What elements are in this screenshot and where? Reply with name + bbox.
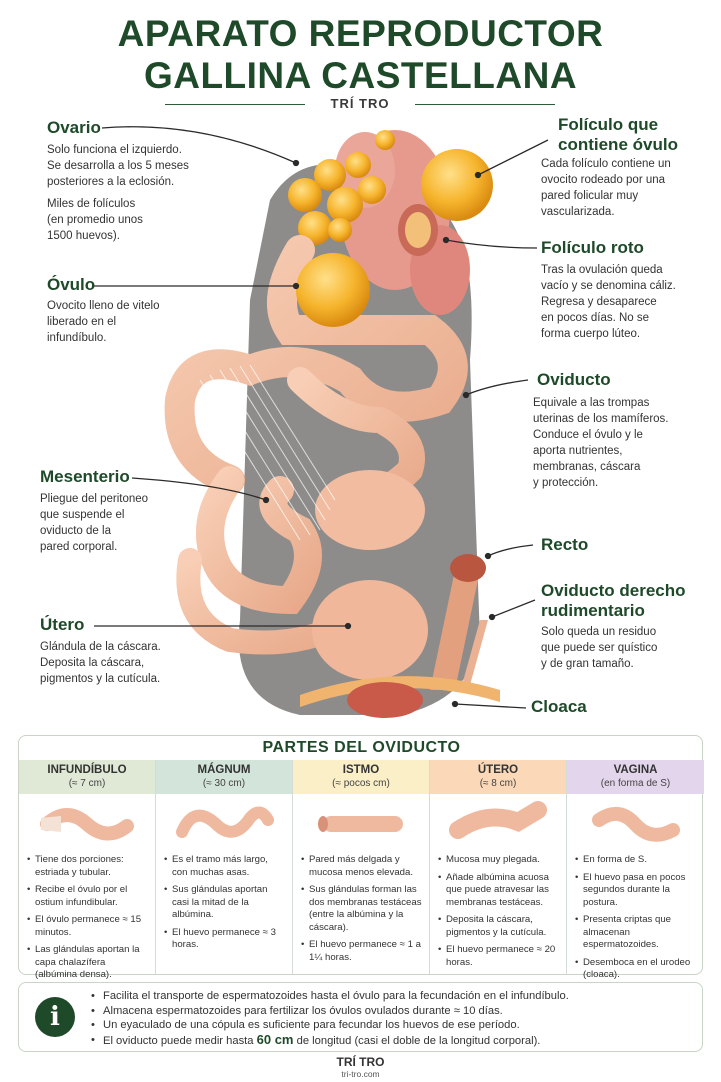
rectum-tube	[430, 570, 480, 690]
oviduct-part-size: (en forma de S)	[600, 778, 671, 789]
panel-title: PARTES DEL OVIDUCTO	[262, 739, 461, 756]
cloaca-opening	[347, 682, 423, 718]
list-item: El huevo pasa en pocos segundos durante …	[575, 872, 698, 910]
ovum-sphere	[296, 253, 370, 327]
ovary-yolks	[288, 130, 395, 245]
label-recto: Recto	[541, 535, 589, 554]
label-cloaca: Cloaca	[531, 697, 587, 716]
list-item: Sus glándulas forman las dos membranas t…	[301, 884, 423, 934]
info-item: Facilita el transporte de espermatozoide…	[91, 989, 569, 1004]
brand-subtitle: TRÍ TRO	[165, 96, 555, 112]
list-item: Deposita la cáscara, pigmentos y la cutí…	[438, 914, 560, 939]
list-item: Mucosa muy plegada.	[438, 854, 560, 867]
oviduct-part-name: ISTMO	[342, 764, 380, 776]
list-item: Sus glándulas aportan casi la mitad de l…	[164, 884, 286, 922]
oviduct-part-notes: Pared más delgada y mucosa menos elevada…	[293, 854, 429, 964]
oviduct-part-illustration	[156, 794, 292, 854]
right-oviduct-rudiment	[462, 620, 488, 685]
oviduct-part-header: INFUNDÍBULO (≈ 7 cm)	[19, 760, 155, 794]
oviduct-part-header: ÚTERO (≈ 8 cm)	[430, 760, 566, 794]
mesentery-fibers	[199, 364, 336, 541]
oviduct-part-column: VAGINA (en forma de S) En forma de S. El hu…	[567, 760, 704, 980]
list-item: Tiene dos porciones: estriada y tubular.	[27, 854, 149, 879]
oviduct-part-column: ISTMO (≈ pocos cm) Pared más delgada y muc…	[293, 760, 430, 974]
desc-utero: Glándula de la cáscara.Deposita la cásca…	[40, 641, 161, 685]
info-item: Un eyaculado de una cópula es suficiente…	[91, 1018, 569, 1033]
follicle-with-ovum	[421, 149, 493, 221]
oviduct-part-illustration	[293, 794, 429, 854]
oviduct-part-size: (≈ 7 cm)	[68, 778, 106, 789]
info-item: El oviducto puede medir hasta 60 cm de l…	[91, 1032, 569, 1049]
list-item: Recibe el óvulo por el ostium infundibul…	[27, 884, 149, 909]
desc-ovario: Solo funciona el izquierdo.Se desarrolla…	[47, 144, 189, 242]
footer-brand: TRÍ TRO	[336, 1055, 385, 1069]
pointer-lines	[94, 126, 549, 709]
oviduct-part-illustration	[19, 794, 155, 854]
list-item: El huevo permanece ≈ 1 a 1¼ horas.	[301, 939, 423, 964]
oviduct-part-name: INFUNDÍBULO	[47, 764, 127, 776]
oviduct-part-column: ÚTERO (≈ 8 cm) Mucosa muy plegada. Añade al…	[430, 760, 567, 974]
list-item: Desemboca en el urodeo (cloaca).	[575, 957, 698, 982]
oviduct-part-name: VAGINA	[613, 764, 658, 776]
oviduct-part-column: MÁGNUM (≈ 30 cm) Es el tramo más largo, co…	[156, 760, 293, 974]
oviduct-part-header: ISTMO (≈ pocos cm)	[293, 760, 429, 794]
list-item: El óvulo permanece ≈ 15 minutos.	[27, 914, 149, 939]
oviduct-part-notes: En forma de S. El huevo pasa en pocos seg…	[567, 854, 704, 982]
oviduct-part-column: INFUNDÍBULO (≈ 7 cm) Tiene dos porciones: …	[19, 760, 156, 980]
isthmus-bulge	[315, 470, 425, 550]
info-box: i Facilita el transporte de espermatozoi…	[18, 982, 703, 1052]
oviduct-part-notes: Es el tramo más largo, con muchas asas. S…	[156, 854, 292, 952]
oviduct-part-size: (≈ 30 cm)	[202, 778, 246, 789]
oviduct-part-header: MÁGNUM (≈ 30 cm)	[156, 760, 292, 794]
list-item: Presenta criptas que almacenan espermato…	[575, 914, 698, 952]
list-item: Es el tramo más largo, con muchas asas.	[164, 854, 286, 879]
oviduct-part-name: ÚTERO	[477, 764, 519, 776]
reproductive-tract-illustration	[94, 126, 549, 718]
oviduct-part-notes: Tiene dos porciones: estriada y tubular.…	[19, 854, 155, 982]
label-utero: Útero	[40, 615, 85, 634]
title-line-2: GALLINA CASTELLANA	[143, 55, 578, 96]
list-item: Pared más delgada y mucosa menos elevada…	[301, 854, 423, 879]
cloaca-band	[300, 676, 500, 707]
list-item: Añade albúmina acuosa que puede atravesa…	[438, 872, 560, 910]
title-line-1: APARATO REPRODUCTOR	[117, 13, 604, 54]
label-mesenterio: Mesenterio	[40, 467, 130, 486]
info-icon: i	[35, 997, 75, 1037]
label-foliculo-roto: Folículo roto	[541, 238, 644, 257]
oviduct-part-name: MÁGNUM	[197, 764, 251, 776]
oviduct-part-header: VAGINA (en forma de S)	[567, 760, 704, 794]
uterus-shape	[312, 580, 428, 680]
oviduct-part-size: (≈ pocos cm)	[332, 778, 390, 789]
info-item: Almacena espermatozoides para fertilizar…	[91, 1004, 569, 1019]
list-item: El huevo permanece ≈ 20 horas.	[438, 944, 560, 969]
list-item: Las glándulas aportan la capa chalazífer…	[27, 944, 149, 982]
oviduct-part-illustration	[567, 794, 704, 854]
oviduct-part-notes: Mucosa muy plegada. Añade albúmina acuosa…	[430, 854, 566, 969]
label-oviducto: Oviducto	[537, 370, 611, 389]
footer-url: tri-tro.com	[341, 1069, 380, 1079]
info-list: Facilita el transporte de espermatozoide…	[91, 989, 569, 1048]
oviduct-parts-panel: PARTES DEL OVIDUCTO INFUNDÍBULO (≈ 7 cm) T…	[18, 735, 704, 980]
oviduct-part-illustration	[430, 794, 566, 854]
label-ovario: Ovario	[47, 118, 101, 137]
list-item: En forma de S.	[575, 854, 698, 867]
list-item: El huevo permanece ≈ 3 horas.	[164, 927, 286, 952]
oviduct-part-size: (≈ 8 cm)	[479, 778, 517, 789]
label-ovulo: Óvulo	[47, 275, 96, 294]
brand-text: TRÍ TRO	[330, 96, 390, 111]
